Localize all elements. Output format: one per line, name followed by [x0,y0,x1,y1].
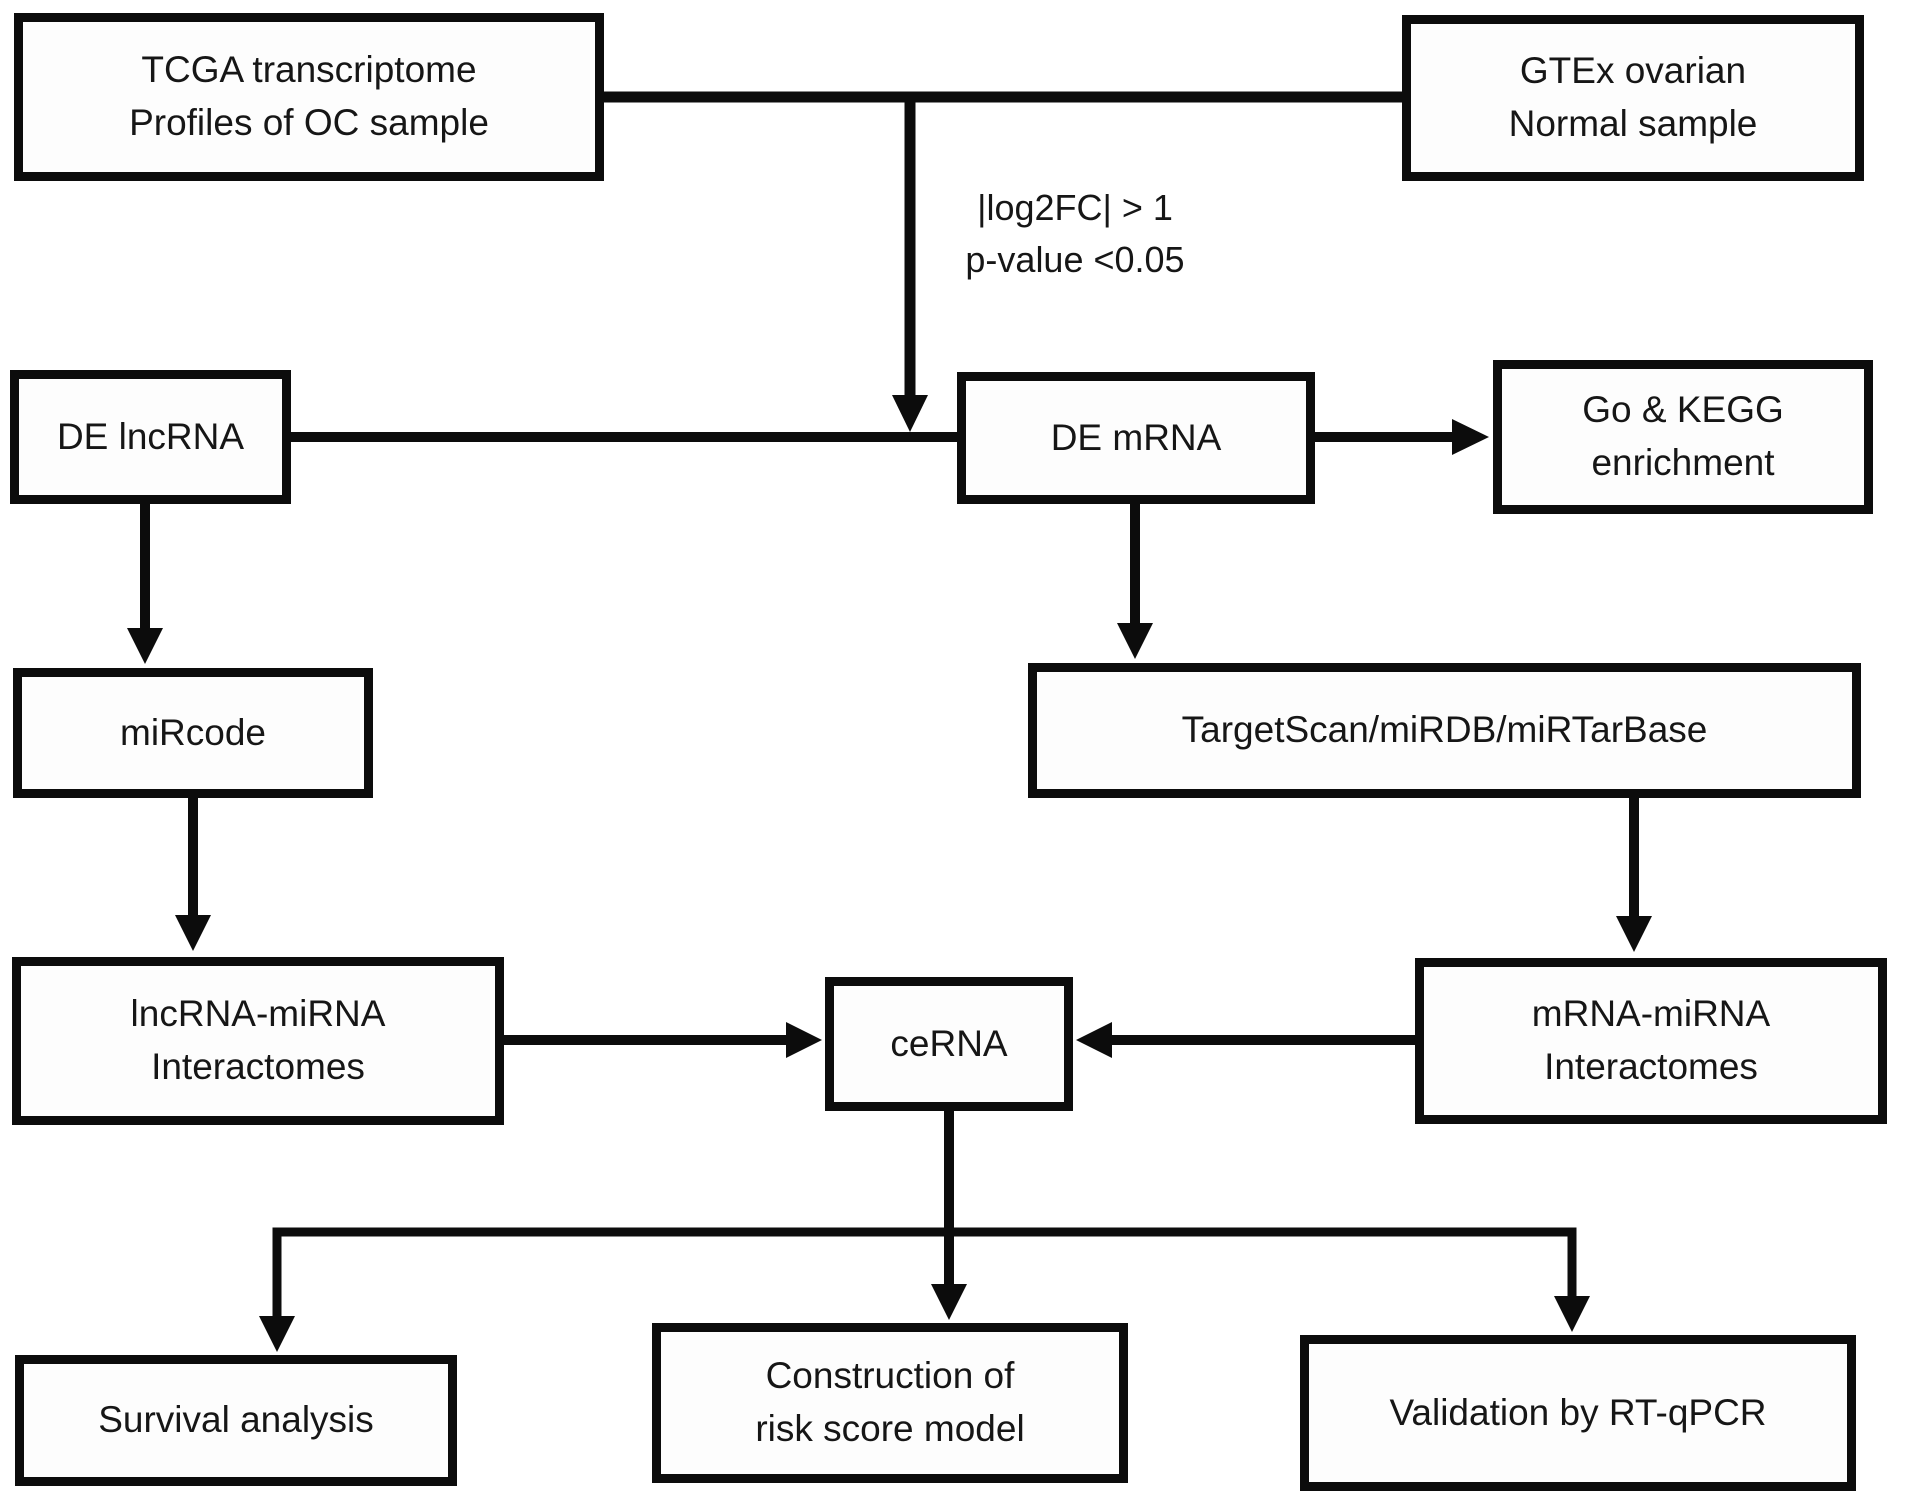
connector-lncint-cerna-arrowhead [786,1022,822,1058]
filter-criteria-annotation: |log2FC| > 1 p-value <0.05 [965,187,1185,281]
node-cerna-label: ceRNA [890,1022,1008,1064]
node-tcga-label: TCGA transcriptome Profiles of OC sample [129,49,489,143]
node-tcga-transcriptome: TCGA transcriptome Profiles of OC sample [14,13,604,181]
connector-targetscan-interactomes-arrowhead [1616,916,1652,952]
node-go-kegg-enrichment: Go & KEGG enrichment [1493,360,1873,514]
node-gtex-normal: GTEx ovarian Normal sample [1402,15,1864,181]
node-de-mrna: DE mRNA [957,372,1315,504]
connector-branch-survival-arrowhead [259,1316,295,1352]
node-validation-label: Validation by RT-qPCR [1389,1391,1767,1433]
node-gtex-label: GTEx ovarian Normal sample [1508,50,1758,144]
node-mrna-mirna-label: mRNA-miRNA Interactomes [1531,993,1771,1087]
node-go-kegg-label: Go & KEGG enrichment [1582,389,1784,483]
connector-demrna-targetscan-arrowhead [1117,623,1153,659]
connector-branch-validation-arrowhead [1554,1296,1590,1332]
connector-mircode-interactomes-arrowhead [175,915,211,951]
node-de-mrna-label: DE mRNA [1050,416,1222,458]
node-mircode: miRcode [13,668,373,798]
node-validation-rtqpcr: Validation by RT-qPCR [1300,1335,1856,1491]
node-targetscan-mirdb-mirtarbase: TargetScan/miRDB/miRTarBase [1028,663,1861,798]
connector-demrna-gokegg-arrowhead [1452,419,1489,455]
connector-delncrna-mircode-arrowhead [127,628,163,664]
node-lncrna-mirna-interactomes: lncRNA-miRNA Interactomes [12,957,504,1125]
node-risk-score-label: Construction of risk score model [755,1355,1025,1449]
node-survival-label: Survival analysis [98,1399,374,1441]
node-mrna-mirna-interactomes: mRNA-miRNA Interactomes [1415,958,1887,1124]
connector-cerna-construction-arrowhead [931,1284,967,1320]
node-lncrna-mirna-label: lncRNA-miRNA Interactomes [130,993,386,1087]
node-cerna: ceRNA [825,977,1073,1111]
node-de-lncrna: DE lncRNA [10,370,291,504]
connector-mrnaint-cerna-arrowhead [1076,1022,1112,1058]
node-survival-analysis: Survival analysis [15,1355,457,1486]
connector-branch-bar [272,1227,1577,1318]
connector-merge-down-arrowhead [892,395,928,432]
node-de-lncrna-label: DE lncRNA [56,415,245,457]
node-risk-score-model: Construction of risk score model [652,1323,1128,1483]
node-targetscan-label: TargetScan/miRDB/miRTarBase [1181,709,1708,751]
node-mircode-label: miRcode [120,711,266,753]
